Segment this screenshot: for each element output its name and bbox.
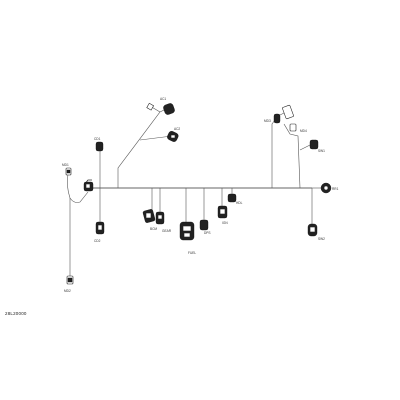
label-ac1: AC1 <box>160 97 166 101</box>
label-cd1: CD1 <box>94 137 101 141</box>
label-hdl: HDL <box>236 201 243 205</box>
connector-left-low <box>95 221 105 235</box>
label-md1: MD1 <box>62 163 69 167</box>
connector-upper-right-b <box>289 123 319 150</box>
connector-left-top <box>65 167 72 176</box>
label-dps: DPS <box>204 231 211 235</box>
label-ac2: AC2 <box>174 127 180 131</box>
connector-center-d <box>199 219 209 231</box>
connector-center-f <box>227 193 237 203</box>
label-sw2: SW2 <box>318 237 325 241</box>
connector-left-mid2 <box>83 181 94 192</box>
label-md2: MD2 <box>64 289 71 293</box>
connector-center-b <box>155 211 165 225</box>
main-harness-trunk <box>85 179 312 189</box>
figure-reference-code: 28L20000 <box>5 311 27 316</box>
connector-center-a <box>142 209 156 223</box>
connector-right-end <box>320 182 332 194</box>
label-md4: MD4 <box>300 129 307 133</box>
connector-right-low <box>307 223 318 237</box>
connector-center-e <box>217 205 228 219</box>
connector-upper-left-b <box>167 131 179 142</box>
label-ign: IGN <box>222 221 228 225</box>
label-sw1: SW1 <box>318 149 325 153</box>
left-branch-wires <box>67 150 101 278</box>
label-fuel: FUEL <box>188 251 196 255</box>
connector-upper-right-a <box>273 104 294 124</box>
connector-left-bottom <box>66 275 74 285</box>
connector-left-mid <box>95 141 104 152</box>
label-rr1: RR1 <box>332 187 339 191</box>
connector-center-c <box>179 221 195 241</box>
right-branch <box>311 187 326 226</box>
label-gear: GEAR <box>162 229 172 233</box>
label-bcm: BCM <box>150 227 157 231</box>
label-md3: MD3 <box>264 119 271 123</box>
connector-upper-left-a <box>146 102 175 115</box>
connector-labels: MD1 CD1 CD2 MD2 AC1 AC2 MD3 MD4 SW1 RR1 … <box>62 97 339 293</box>
label-cd2: CD2 <box>94 239 101 243</box>
upper-diagonal-branch <box>117 105 173 188</box>
